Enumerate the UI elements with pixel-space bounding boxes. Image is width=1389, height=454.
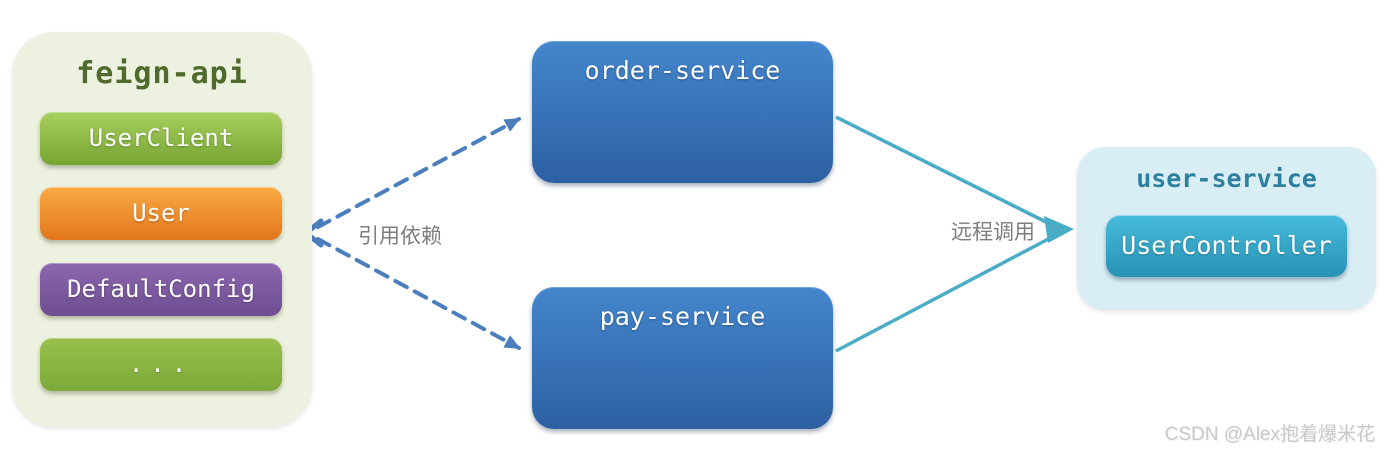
- feign-api-panel: feign-api UserClient User DefaultConfig …: [12, 32, 312, 427]
- dependency-edge-order: [316, 117, 521, 229]
- dependency-edge-label: 引用依赖: [358, 225, 442, 248]
- remote-call-edge-label: 远程调用: [951, 221, 1035, 244]
- feign-api-title: feign-api: [76, 56, 248, 91]
- pay-service-node: pay-service: [532, 287, 833, 429]
- module-user: User: [40, 187, 282, 240]
- user-service-panel: user-service UserController: [1077, 147, 1376, 310]
- usercontroller-node: UserController: [1106, 215, 1347, 277]
- module-ellipsis: ...: [40, 338, 282, 391]
- module-userclient: UserClient: [40, 112, 282, 165]
- module-defaultconfig: DefaultConfig: [40, 263, 282, 316]
- dependency-edge-pay: [316, 237, 521, 350]
- remote-edge-pay: [835, 234, 1055, 353]
- user-service-title: user-service: [1136, 164, 1317, 193]
- pay-service-title: pay-service: [599, 302, 766, 331]
- order-service-title: order-service: [584, 56, 781, 85]
- watermark: CSDN @Alex抱着爆米花: [1164, 424, 1375, 445]
- remote-arrowhead: [1044, 216, 1074, 243]
- order-service-node: order-service: [532, 41, 833, 183]
- remote-edge-order: [835, 115, 1055, 228]
